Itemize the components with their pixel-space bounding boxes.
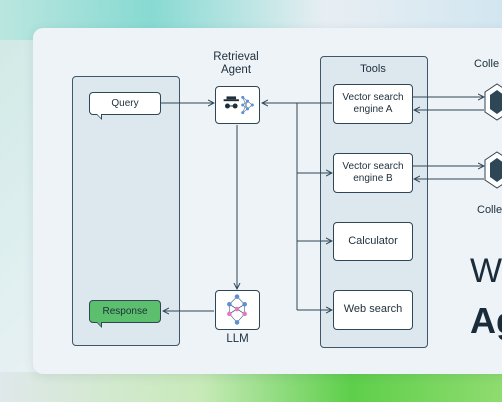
tool-web-search-label: Web search <box>343 303 403 316</box>
tool-calculator-label: Calculator <box>348 234 398 247</box>
tool-vector-search-b-line1: Vector search <box>342 161 404 172</box>
retrieval-agent-label-line2: Agent <box>220 64 252 76</box>
collection-a-icon <box>484 83 502 121</box>
llm-label: LLM <box>226 333 249 345</box>
query-label: Query <box>111 97 139 109</box>
neural-network-icon <box>227 294 247 325</box>
heading-line-1: W <box>470 252 502 290</box>
response-bubble: Response <box>89 300 161 328</box>
collection-b-icon <box>484 151 502 189</box>
heading-line-2: Ag <box>470 300 502 341</box>
collection-label-top: Colle <box>474 58 500 70</box>
tool-vector-search-a-line1: Vector search <box>342 92 404 103</box>
tool-vector-search-a: Vector search engine A <box>333 84 413 124</box>
tools-title: Tools <box>360 63 386 75</box>
tool-calculator: Calculator <box>333 222 413 261</box>
tool-vector-search-a-line2: engine A <box>353 104 393 115</box>
query-bubble: Query <box>89 92 161 120</box>
tool-web-search: Web search <box>333 290 413 330</box>
collection-label-bottom: Colle <box>477 204 502 216</box>
tool-vector-search-b-line2: engine B <box>353 173 393 184</box>
retrieval-agent-label: Retrieval Agent <box>200 51 272 77</box>
tool-vector-search-b: Vector search engine B <box>333 153 413 193</box>
response-label: Response <box>102 305 148 317</box>
retrieval-agent-label-line1: Retrieval <box>213 51 259 63</box>
llm-node <box>215 290 260 330</box>
retrieval-agent-node <box>215 86 260 124</box>
background-glow-bottom <box>0 372 502 402</box>
agent-spy-network-icon <box>223 95 254 115</box>
